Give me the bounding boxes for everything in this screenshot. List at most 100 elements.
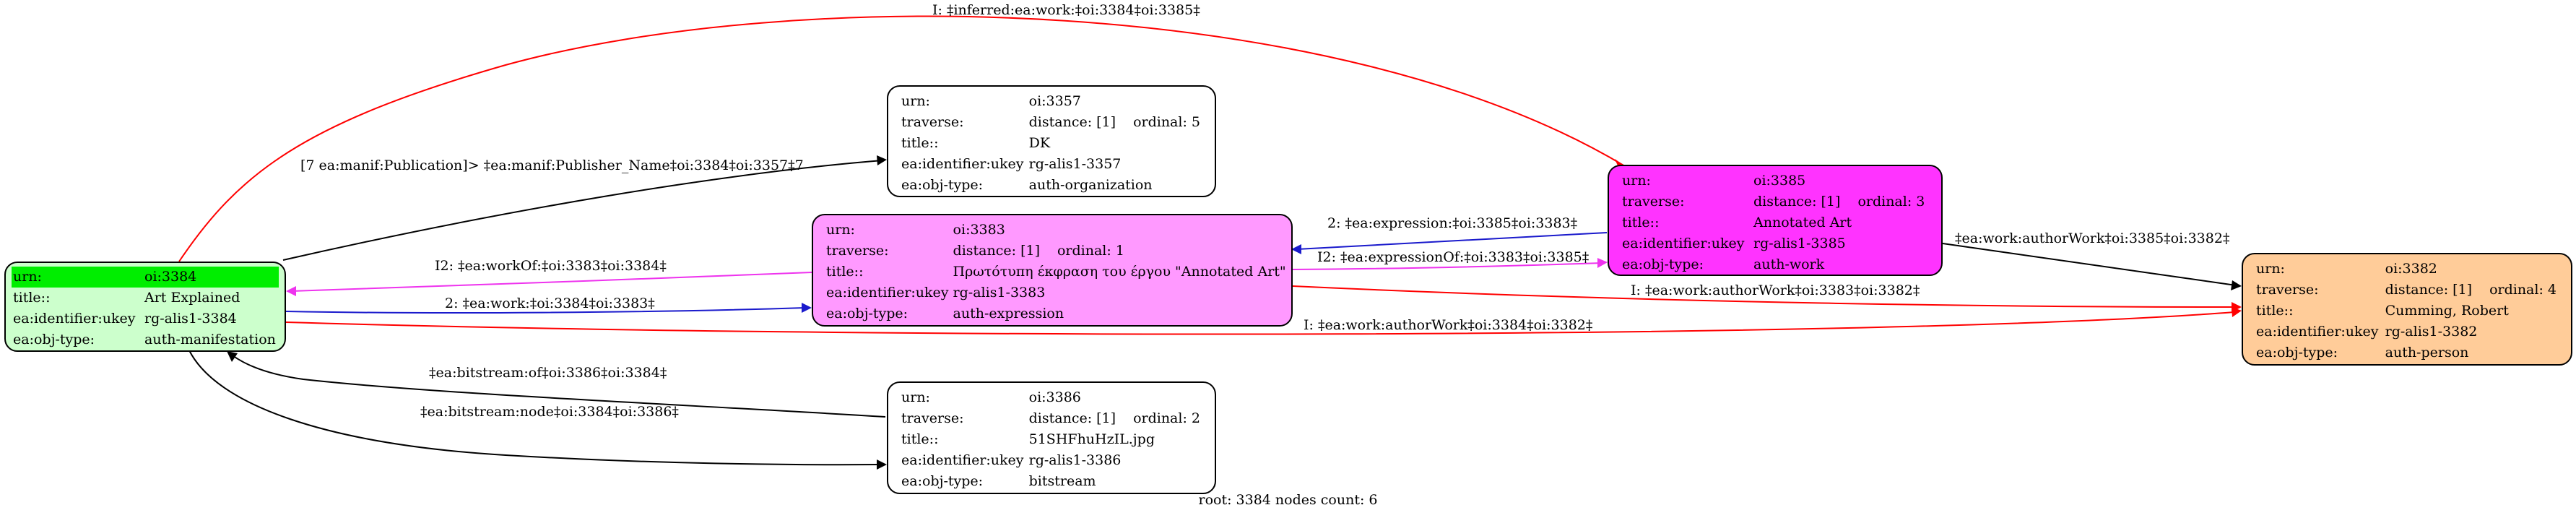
node-row-title: title::Πρωτότυπη έκφραση του έργου "Anno… <box>825 262 1289 282</box>
field-key: ea:obj-type: <box>13 332 95 348</box>
traverse-ordinal: ordinal: 4 <box>2489 282 2557 298</box>
field-key: title:: <box>901 431 939 447</box>
node-oi-3386[interactable]: urn:oi:3386 traverse:distance: [1]ordina… <box>887 381 1216 494</box>
node-table: urn:oi:3384 title::Art Explained ea:iden… <box>12 267 279 350</box>
node-row-urn: urn:oi:3357 <box>900 91 1203 112</box>
edge-arrowhead <box>227 351 238 362</box>
node-row-identifier: ea:identifier:ukey rg-alis1-3382 <box>2255 321 2559 342</box>
field-key: traverse: <box>901 114 964 130</box>
edge-publisher-3384-3357 <box>282 160 883 261</box>
field-value: 51SHFhuHzIL.jpg <box>1028 431 1155 447</box>
traverse-distance: distance: [1] <box>1028 114 1116 130</box>
node-row-objtype: ea:obj-type:auth-person <box>2255 342 2559 363</box>
field-key: ea:obj-type: <box>1622 256 1704 272</box>
field-key: ea:identifier:ukey <box>1622 236 1745 251</box>
field-value: oi:3383 <box>953 222 1005 238</box>
field-value: distance: [1]ordinal: 2 <box>1028 408 1203 429</box>
edge-arrowhead <box>1291 244 1301 254</box>
field-key: ea:obj-type: <box>901 473 984 489</box>
node-oi-3382[interactable]: urn:oi:3382 traverse:distance: [1]ordina… <box>2242 253 2572 366</box>
field-value: auth-work <box>1753 256 1825 272</box>
edge-arrowhead <box>877 459 887 470</box>
node-table: urn:oi:3386 traverse:distance: [1]ordina… <box>900 387 1203 492</box>
node-row-traverse: traverse:distance: [1]ordinal: 1 <box>825 241 1289 262</box>
field-key: ea:identifier:ukey <box>826 285 949 301</box>
edge-authorwork-3384-3382 <box>285 311 2235 335</box>
field-value: auth-organization <box>1028 177 1153 193</box>
edge-label: [7 ea:manif:Publication]> ‡ea:manif:Publ… <box>300 157 804 173</box>
node-row-title: title::Cumming, Robert <box>2255 301 2559 321</box>
field-value: rg-alis1-3382 <box>2385 324 2478 340</box>
traverse-ordinal: ordinal: 5 <box>1133 114 1200 130</box>
field-value: Annotated Art <box>1753 215 1852 230</box>
node-row-traverse: traverse: distance: [1] ordinal: 5 <box>900 112 1203 133</box>
field-value: distance: [1]ordinal: 1 <box>952 241 1289 262</box>
node-row-identifier: ea:identifier:ukey rg-alis1-3385 <box>1621 233 1927 254</box>
traverse-ordinal: ordinal: 3 <box>1857 194 1925 210</box>
field-key: ea:identifier:ukey <box>2256 324 2379 340</box>
node-row-urn: urn:oi:3385 <box>1621 170 1927 191</box>
node-row-objtype: ea:obj-type: auth-work <box>1621 254 1927 275</box>
edge-expressionof-3383-3385 <box>1292 262 1603 270</box>
field-value: oi:3382 <box>2385 261 2437 277</box>
edge-label: ‡ea:bitstream:of‡oi:3386‡oi:3384‡ <box>429 365 667 381</box>
field-key: ea:obj-type: <box>826 306 908 321</box>
field-value: rg-alis1-3386 <box>1028 452 1122 468</box>
node-table: urn:oi:3357 traverse: distance: [1] ordina… <box>900 91 1203 196</box>
field-value: Cumming, Robert <box>2385 303 2509 319</box>
edge-label: I: ‡ea:work:authorWork‡oi:3384‡oi:3382‡ <box>1304 317 1592 333</box>
field-value: rg-alis1-3385 <box>1753 236 1846 251</box>
field-value: auth-manifestation <box>144 332 276 348</box>
traverse-ordinal: ordinal: 1 <box>1057 243 1124 259</box>
node-table: urn:oi:3385 traverse:distance: [1]ordina… <box>1621 170 1927 275</box>
field-key: urn: <box>826 222 855 238</box>
node-row-traverse: traverse:distance: [1]ordinal: 3 <box>1621 191 1927 212</box>
field-value: auth-person <box>2385 345 2469 361</box>
edge-label: I2: ‡ea:workOf:‡oi:3383‡oi:3384‡ <box>435 258 667 274</box>
edge-label: I: ‡ea:work:authorWork‡oi:3383‡oi:3382‡ <box>1631 282 1920 298</box>
node-row-objtype: ea:obj-type: auth-expression <box>825 303 1289 324</box>
node-row-objtype: ea:obj-type:auth-organization <box>900 175 1203 196</box>
edge-arrowhead <box>877 155 887 165</box>
field-key: title:: <box>13 290 51 306</box>
field-value: oi:3384 <box>143 267 279 288</box>
node-oi-3384[interactable]: urn:oi:3384 title::Art Explained ea:iden… <box>4 262 286 352</box>
field-key: title:: <box>901 135 939 151</box>
node-row-traverse: traverse:distance: [1]ordinal: 4 <box>2255 280 2559 301</box>
field-key: urn: <box>1622 173 1651 189</box>
field-key: title:: <box>1622 215 1660 230</box>
node-row-title: title::DK <box>900 133 1203 154</box>
field-key: urn: <box>901 389 930 405</box>
node-oi-3385[interactable]: urn:oi:3385 traverse:distance: [1]ordina… <box>1608 165 1943 276</box>
field-value: oi:3386 <box>1028 389 1081 405</box>
node-row-title: title::51SHFhuHzIL.jpg <box>900 429 1203 450</box>
edge-expression-3385-3383 <box>1296 232 1608 250</box>
traverse-distance: distance: [1] <box>2385 282 2473 298</box>
edge-workof-3383-3384 <box>290 272 812 292</box>
edge-bitstream-node-3384-3386 <box>188 350 880 466</box>
edge-label: I: ‡inferred:ea:work:‡oi:3384‡oi:3385‡ <box>932 2 1200 18</box>
node-row-objtype: ea:obj-type:bitstream <box>900 471 1203 492</box>
node-oi-3383[interactable]: urn: oi:3383 traverse:distance: [1]ordina… <box>812 214 1293 327</box>
edge-arrowhead <box>2232 307 2242 317</box>
node-row-urn: urn:oi:3384 <box>12 267 279 288</box>
field-value: distance: [1]ordinal: 3 <box>1752 191 1927 212</box>
node-row-urn: urn: oi:3386 <box>900 387 1203 408</box>
graph-caption: root: 3384 nodes count: 6 <box>1198 492 1378 508</box>
edge-label: ‡ea:work:authorWork‡oi:3385‡oi:3382‡ <box>1955 230 2229 246</box>
field-key: ea:identifier:ukey <box>901 156 1024 172</box>
field-value: auth-expression <box>953 306 1064 321</box>
field-key: ea:identifier:ukey <box>13 311 136 327</box>
edge-arrowhead <box>286 286 296 296</box>
node-oi-3357[interactable]: urn:oi:3357 traverse: distance: [1] ordina… <box>887 85 1216 197</box>
edge-label: ‡ea:bitstream:node‡oi:3384‡oi:3386‡ <box>420 404 679 420</box>
node-row-urn: urn: oi:3382 <box>2255 259 2559 280</box>
node-row-title: title::Art Explained <box>12 288 279 308</box>
field-key: urn: <box>12 267 143 288</box>
field-key: urn: <box>2256 261 2285 277</box>
node-row-objtype: ea:obj-type: auth-manifestation <box>12 329 279 350</box>
